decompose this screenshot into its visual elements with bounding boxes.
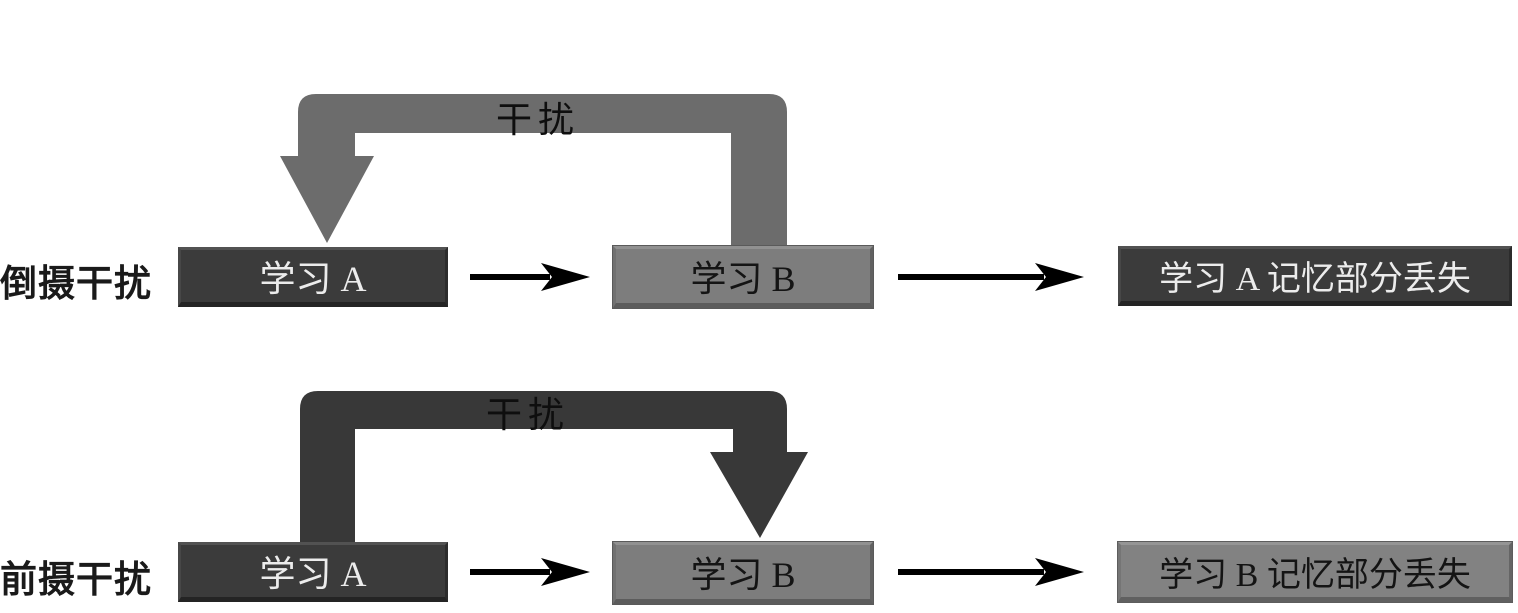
proactive-interference-bent-arrow [300, 391, 808, 542]
box-pro-result: 学习 B 记忆部分丢失 [1118, 542, 1512, 602]
box-retro-result: 学习 A 记忆部分丢失 [1118, 246, 1512, 306]
interference-label-proactive: 干扰 [485, 395, 570, 435]
flow-arrow-head [541, 558, 590, 586]
flow-arrow-pro-b-to-result [898, 558, 1084, 586]
flow-arrow-retro-a-to-b [470, 263, 590, 291]
box-pro-learn-b: 学习 B [613, 542, 873, 604]
box-retro-result-text: 学习 A 记忆部分丢失 [1159, 260, 1471, 298]
box-retro-learn-a: 学习 A [178, 247, 448, 307]
row-label-retroactive-interference: 倒摄干扰 [0, 264, 152, 305]
box-pro-result-text: 学习 B 记忆部分丢失 [1159, 556, 1471, 594]
interference-label-retroactive: 干扰 [495, 100, 580, 140]
box-pro-learn-a: 学习 A [178, 542, 448, 602]
box-pro-learn-a-text: 学习 A [259, 554, 367, 594]
retroactive-interference-bent-arrow [280, 94, 787, 246]
flow-arrow-head [541, 263, 590, 291]
flow-arrow-head [1035, 558, 1084, 586]
row-label-proactive-interference: 前摄干扰 [0, 560, 152, 601]
box-retro-learn-b-text: 学习 B [690, 259, 796, 299]
box-pro-learn-b-text: 学习 B [690, 555, 796, 595]
box-retro-learn-a-text: 学习 A [259, 259, 367, 299]
box-retro-learn-b: 学习 B [613, 246, 873, 308]
flow-arrow-retro-b-to-result [898, 263, 1084, 291]
flow-arrow-pro-a-to-b [470, 558, 590, 586]
flow-arrow-head [1035, 263, 1084, 291]
